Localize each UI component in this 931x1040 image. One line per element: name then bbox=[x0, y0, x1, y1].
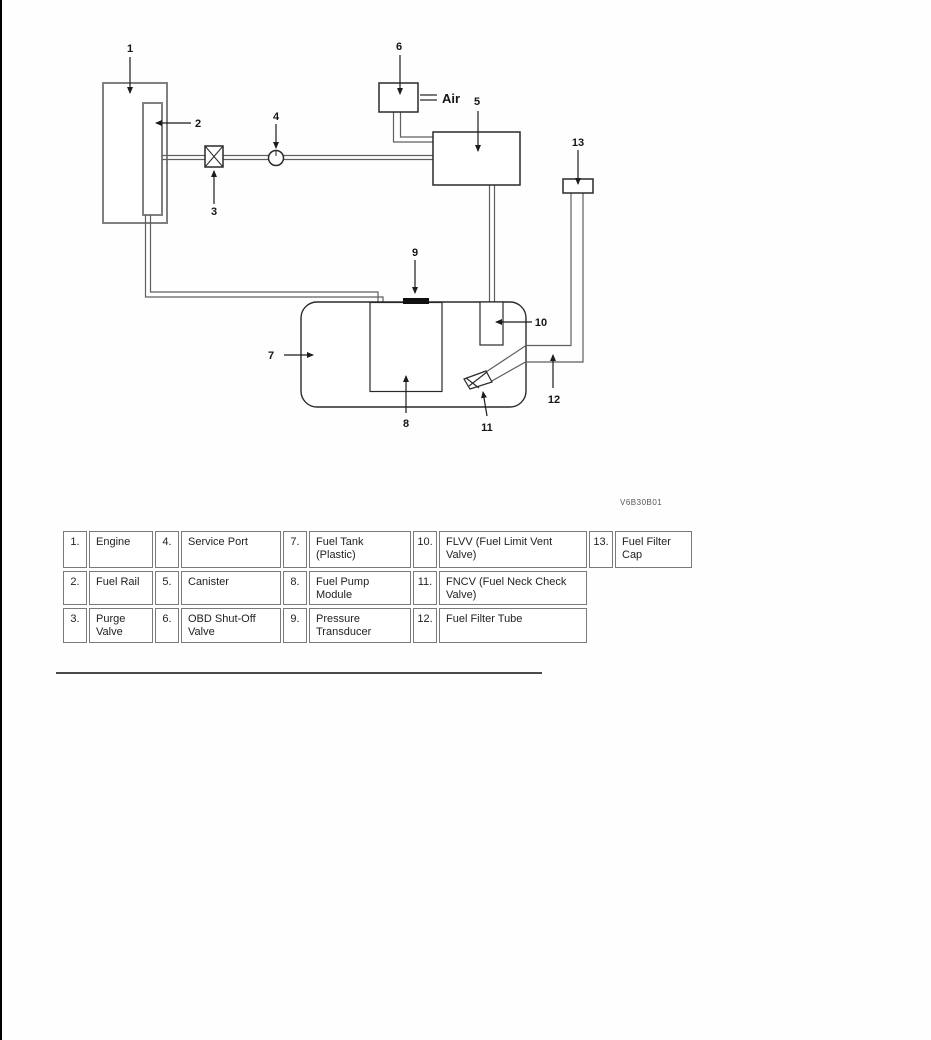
legend-cell-number: 13. bbox=[589, 531, 613, 568]
air-vent-lines bbox=[420, 94, 437, 101]
fuel-system-schematic: 1 2 3 4 5 6 7 8 9 10 11 12 13 Air bbox=[102, 41, 594, 434]
legend-cell-name: Fuel Pump Module bbox=[309, 571, 411, 605]
component-label-2: 2 bbox=[195, 118, 201, 130]
component-label-8: 8 bbox=[403, 418, 409, 430]
air-label: Air bbox=[442, 91, 460, 106]
figure-code: V6B30B01 bbox=[620, 498, 663, 507]
obd-vent-pipe bbox=[392, 112, 433, 143]
legend-cell-number: 1. bbox=[63, 531, 87, 568]
arrow-11 bbox=[481, 391, 488, 417]
component-label-4: 4 bbox=[273, 111, 280, 123]
canister-box bbox=[432, 131, 521, 186]
legend-cell-name: FLVV (Fuel Limit Vent Valve) bbox=[439, 531, 587, 568]
component-label-1: 1 bbox=[127, 43, 133, 55]
component-label-11: 11 bbox=[481, 422, 493, 434]
legend-cell-number: 5. bbox=[155, 571, 179, 605]
component-label-9: 9 bbox=[412, 247, 418, 259]
legend-cell-number: 7. bbox=[283, 531, 307, 568]
legend-cell-number: 2. bbox=[63, 571, 87, 605]
purge-valve-symbol bbox=[204, 145, 224, 168]
separator-rule bbox=[56, 672, 542, 674]
fuel-system-diagram: 1 2 3 4 5 6 7 8 9 10 11 12 13 Air bbox=[102, 41, 594, 434]
fuel-rail-box bbox=[142, 102, 163, 216]
component-label-10: 10 bbox=[535, 317, 547, 329]
component-label-13: 13 bbox=[572, 137, 584, 149]
callout-arrows bbox=[127, 55, 581, 417]
legend-cell-number: 12. bbox=[413, 608, 437, 643]
fncv-symbol bbox=[463, 370, 493, 390]
return-line-pipe bbox=[144, 215, 384, 302]
pressure-transducer-symbol bbox=[403, 298, 429, 304]
legend-cell-number: 10. bbox=[413, 531, 437, 568]
legend-cell-name: Purge Valve bbox=[89, 608, 153, 643]
component-label-6: 6 bbox=[396, 41, 402, 53]
legend-cell-number: 3. bbox=[63, 608, 87, 643]
fuel-filler-tube bbox=[485, 193, 584, 383]
canister-tank-pipe bbox=[488, 185, 496, 304]
legend-cell-name: Canister bbox=[181, 571, 281, 605]
legend-cell-name: Fuel Tank (Plastic) bbox=[309, 531, 411, 568]
obd-shutoff-valve-box bbox=[378, 82, 419, 113]
legend-cell-name: Fuel Rail bbox=[89, 571, 153, 605]
legend-cell-number: 9. bbox=[283, 608, 307, 643]
component-label-5: 5 bbox=[474, 96, 480, 108]
legend-cell-name: Fuel Filter Tube bbox=[439, 608, 587, 643]
component-label-3: 3 bbox=[211, 206, 217, 218]
legend-row: 1. Engine 4. Service Port 7. Fuel Tank (… bbox=[63, 531, 692, 568]
legend-cell-number: 8. bbox=[283, 571, 307, 605]
legend-cell-number: 6. bbox=[155, 608, 179, 643]
legend-row: 3. Purge Valve 6. OBD Shut-Off Valve 9. … bbox=[63, 608, 692, 643]
legend-cell-name: OBD Shut-Off Valve bbox=[181, 608, 281, 643]
legend-cell-name: Pressure Transducer bbox=[309, 608, 411, 643]
legend-cell-name: Engine bbox=[89, 531, 153, 568]
component-label-12: 12 bbox=[548, 394, 560, 406]
legend-table: 1. Engine 4. Service Port 7. Fuel Tank (… bbox=[63, 531, 692, 646]
flvv-box bbox=[479, 301, 504, 346]
legend-row: 2. Fuel Rail 5. Canister 8. Fuel Pump Mo… bbox=[63, 571, 692, 605]
legend-cell-number: 11. bbox=[413, 571, 437, 605]
service-port-symbol bbox=[267, 149, 285, 167]
page-left-edge bbox=[0, 0, 2, 1040]
legend-cell-name: FNCV (Fuel Neck Check Valve) bbox=[439, 571, 587, 605]
legend-cell-name: Service Port bbox=[181, 531, 281, 568]
purge-line-pipe bbox=[162, 154, 433, 161]
legend-cell-name: Fuel Filter Cap bbox=[615, 531, 692, 568]
component-label-7: 7 bbox=[268, 350, 274, 362]
legend-cell-number: 4. bbox=[155, 531, 179, 568]
